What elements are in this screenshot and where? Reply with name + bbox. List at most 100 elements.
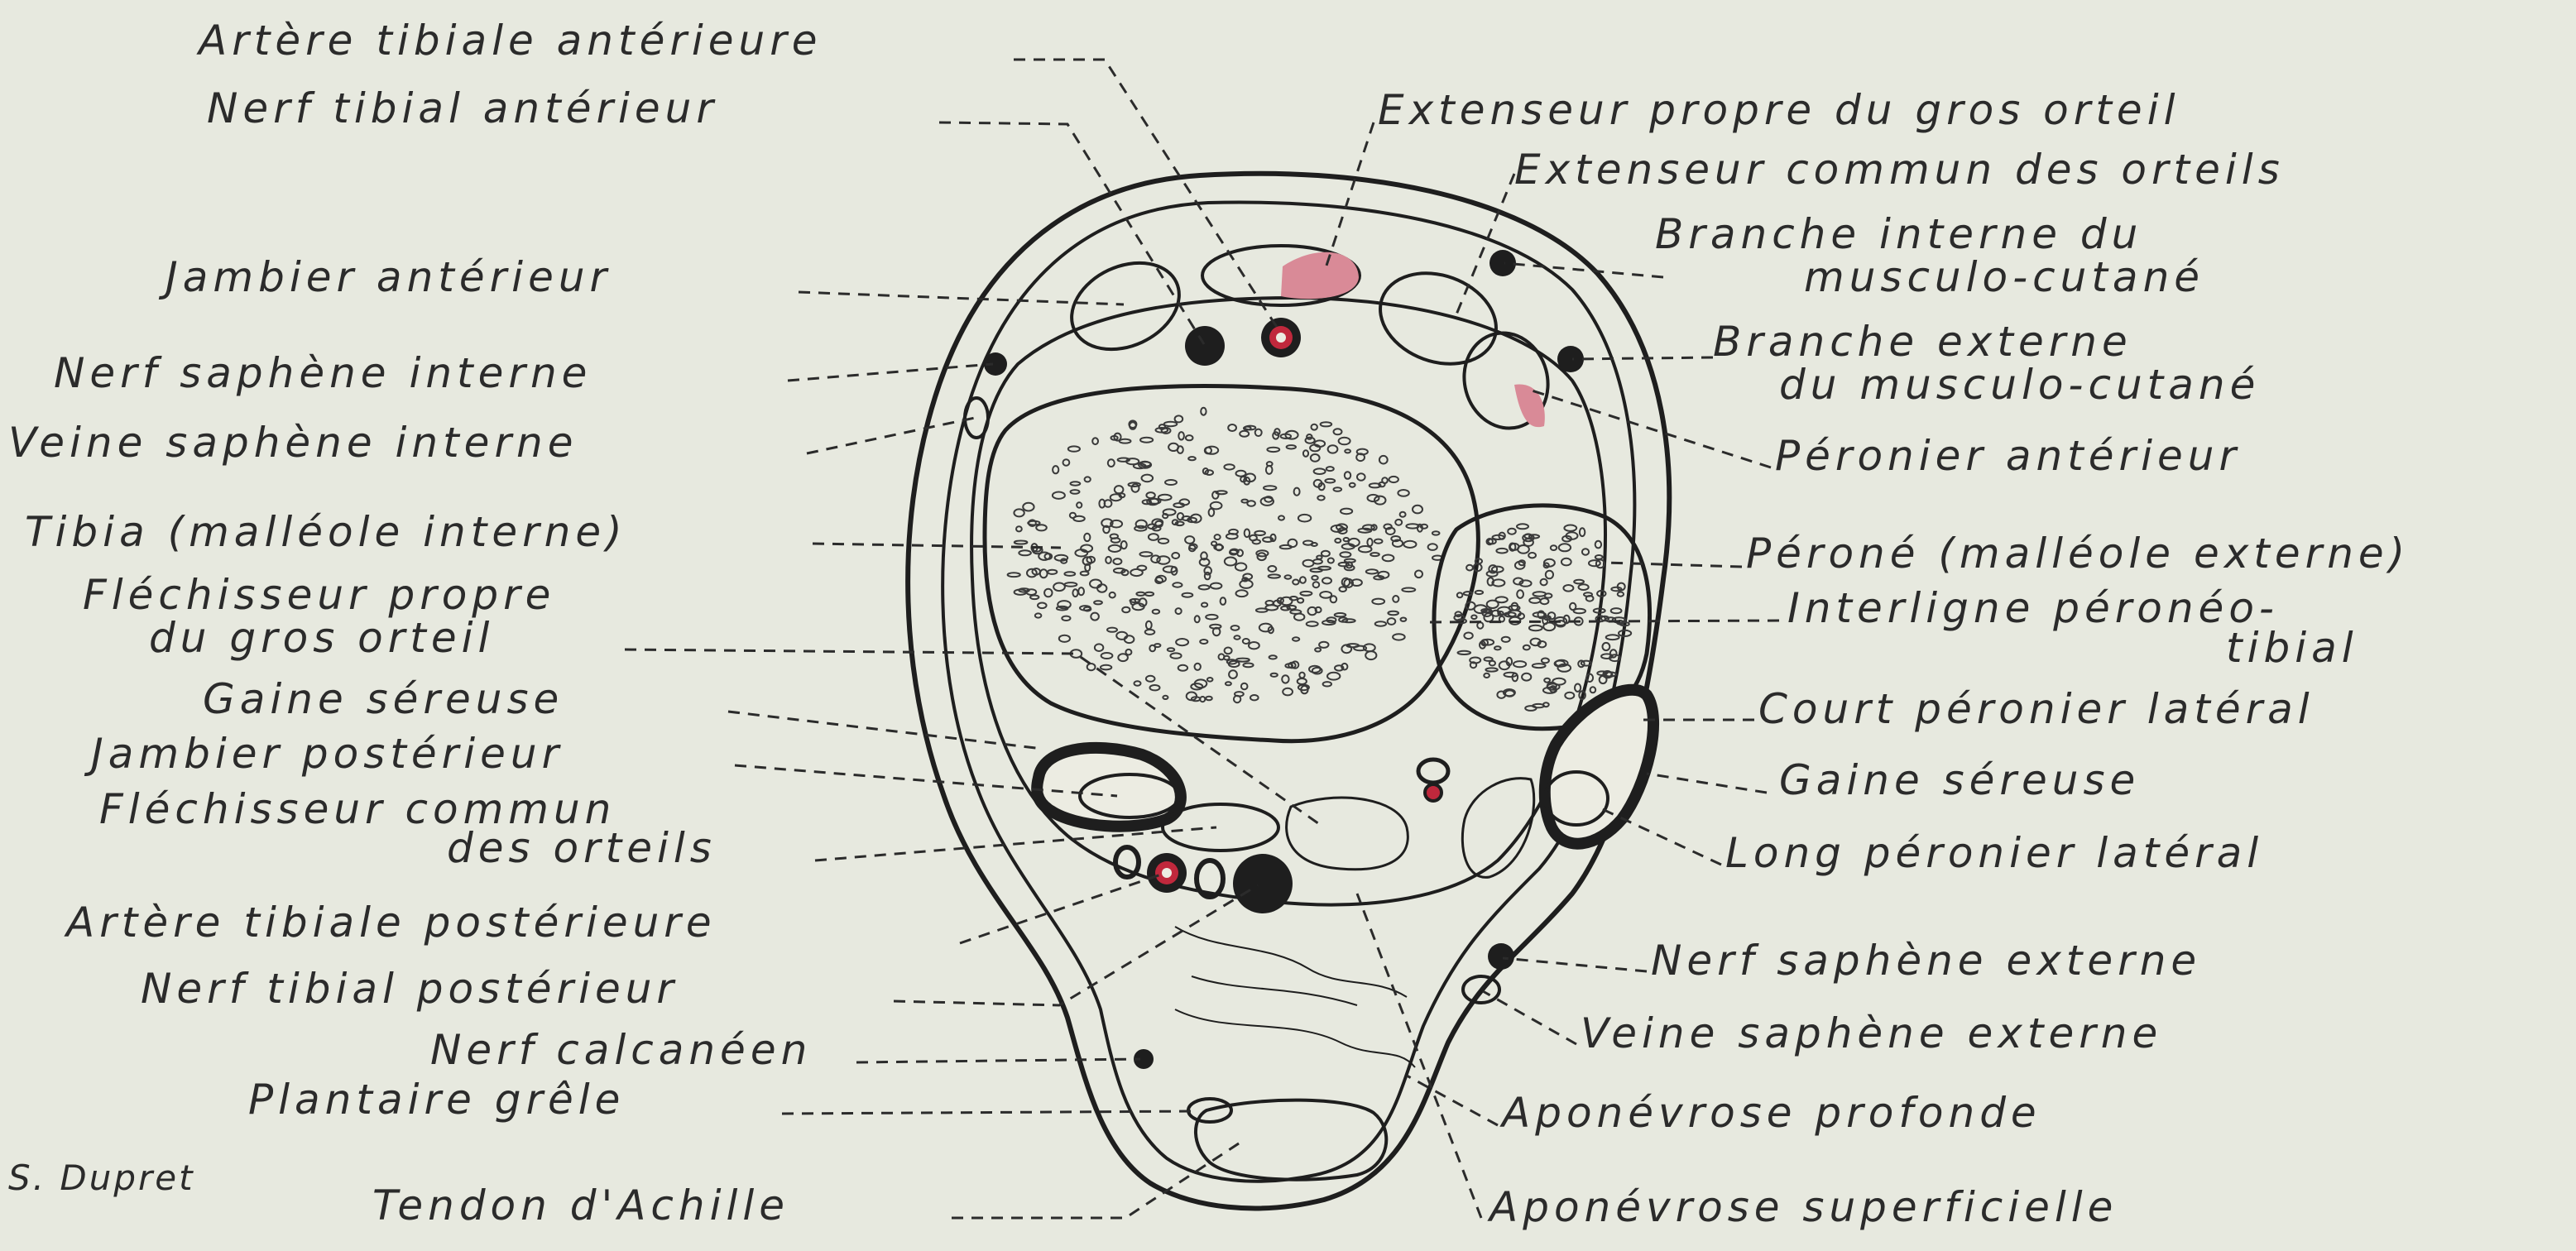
trabecula (1325, 479, 1335, 483)
trabecula (1125, 649, 1131, 655)
trabecula (1428, 544, 1437, 550)
trabecula (1313, 582, 1320, 587)
trabecula (1546, 571, 1553, 579)
trabecula (1389, 477, 1398, 482)
trabecula (1393, 596, 1398, 602)
trabecula (1400, 512, 1406, 517)
trabecula (1368, 495, 1379, 501)
trabecula (1528, 553, 1536, 558)
trabecula (1111, 538, 1120, 543)
trabecula (1379, 456, 1388, 464)
trabecula (1590, 687, 1596, 693)
cross-section (908, 174, 1669, 1209)
trabecula (1178, 665, 1187, 671)
trabecula (1309, 666, 1321, 673)
trabecula (1321, 422, 1332, 426)
leader-perone (1605, 563, 1742, 567)
trabecula (1092, 438, 1098, 444)
trabecula (1254, 531, 1265, 535)
trabecula (1156, 576, 1166, 582)
label-plantaire-grele: Plantaire grêle (248, 1076, 625, 1124)
trabecula (1149, 534, 1158, 540)
trabecula (1145, 592, 1154, 596)
trabecula (1122, 607, 1130, 613)
trabecula (1298, 678, 1307, 684)
trabecula (1071, 482, 1081, 485)
trabecula (1366, 569, 1378, 573)
leader-aponevrose-profonde (1407, 1076, 1498, 1125)
trabecula (1344, 538, 1349, 541)
trabecula (1320, 592, 1331, 598)
trabecula (1487, 571, 1498, 576)
trabecula (1402, 588, 1415, 592)
trabecula (1168, 443, 1178, 451)
trabecula (1357, 473, 1365, 480)
trabecula (1120, 439, 1131, 443)
trabecula (1107, 628, 1117, 632)
trabecula (1173, 582, 1182, 587)
trabecula (1245, 530, 1250, 538)
trabecula (1345, 449, 1350, 453)
trabecula (1164, 422, 1178, 426)
trabecula (1176, 639, 1188, 645)
label-branche-interne-1: Branche interne du (1655, 210, 2142, 258)
trabecula (1225, 648, 1232, 654)
trabecula (1294, 488, 1300, 496)
trabecula (1391, 536, 1400, 541)
trabecula (1415, 571, 1422, 578)
trabecula (1195, 664, 1201, 670)
trabecula (1563, 585, 1573, 592)
trabecula (1374, 539, 1383, 544)
trabecula (1564, 525, 1576, 531)
trabecula (1513, 673, 1518, 682)
label-artere-tibiale-anterieure: Artère tibiale antérieure (196, 17, 823, 65)
leader-artere-tibiale-anterieure (1014, 60, 1279, 331)
leader-extenseur-propre (1324, 122, 1374, 273)
trabecula (1342, 619, 1355, 622)
trabecula (1101, 665, 1111, 670)
trabecula (1023, 503, 1034, 511)
trabecula (1559, 544, 1571, 551)
trabecula (1053, 466, 1058, 473)
trabecula (1016, 526, 1022, 531)
trabecula (1522, 673, 1531, 681)
trabecula (1269, 566, 1277, 572)
trabecula (1146, 492, 1154, 498)
trabecula (1574, 609, 1585, 614)
trabecula (1312, 576, 1317, 580)
label-artere-tibiale-posterieure: Artère tibiale postérieure (64, 899, 717, 947)
leader-branche-externe (1572, 357, 1713, 359)
trabecula (1121, 541, 1127, 549)
trabecula (1109, 545, 1121, 552)
trabecula (1125, 635, 1134, 643)
label-extenseur-commun: Extenseur commun des orteils (1514, 146, 2285, 194)
label-tendon-achille: Tendon d'Achille (372, 1182, 789, 1229)
trabecula (1303, 560, 1314, 567)
trabecula (1019, 550, 1031, 555)
label-jambier-posterieur: Jambier postérieur (84, 730, 564, 778)
trabecula (1365, 651, 1376, 659)
trabecula (1388, 618, 1396, 625)
trabecula (1044, 589, 1052, 597)
trabecula (1078, 587, 1084, 595)
trabecula (1611, 608, 1622, 613)
trabecula (1323, 682, 1331, 686)
label-flechisseur-commun-2: des orteils (447, 824, 717, 872)
trabecula (1255, 429, 1262, 436)
trabecula (1243, 639, 1250, 644)
trabecula (1561, 558, 1571, 566)
trabecula (1282, 675, 1288, 683)
trabecula (1489, 661, 1495, 666)
trabecula (1211, 583, 1222, 589)
label-veine-saphene-interne: Veine saphène interne (8, 419, 578, 467)
trabecula (1508, 529, 1516, 534)
label-nerf-saphene-interne: Nerf saphène interne (54, 349, 592, 397)
trabecula (1250, 695, 1259, 700)
trabecula (1477, 622, 1483, 629)
trabecula (1157, 556, 1169, 564)
trabecula (1471, 616, 1476, 620)
trabecula (1234, 635, 1240, 639)
leader-extenseur-commun (1456, 174, 1514, 314)
nerf-branche-interne (1489, 250, 1516, 276)
trabecula (1115, 486, 1124, 493)
